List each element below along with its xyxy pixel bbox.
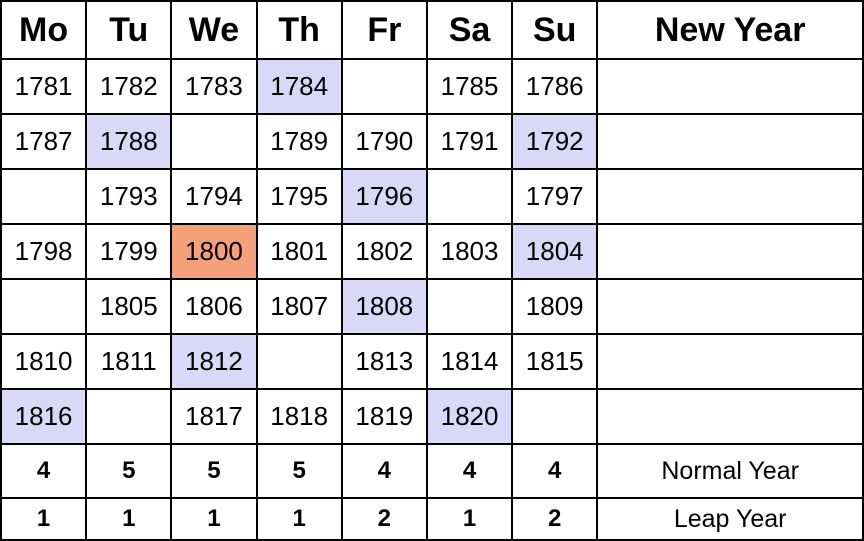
year-cell-friday: 1796 [340, 168, 428, 225]
year-cell-new-year [596, 168, 864, 225]
year-cell-saturday [425, 168, 514, 225]
year-cell-wednesday [170, 113, 258, 170]
year-cell-sunday [511, 388, 599, 445]
year-cell-thursday [255, 333, 343, 390]
count-cell-thursday: 5 [255, 443, 343, 499]
count-cell-tuesday: 1 [85, 497, 173, 541]
year-cell-monday: 1781 [0, 58, 88, 115]
year-cell-saturday: 1791 [425, 113, 514, 170]
year-cell-sunday: 1792 [511, 113, 599, 170]
count-row-label: Normal Year [596, 443, 864, 499]
year-cell-sunday: 1786 [511, 58, 599, 115]
year-cell-friday: 1802 [340, 223, 428, 280]
year-cell-friday: 1819 [340, 388, 428, 445]
count-cell-saturday: 1 [425, 497, 514, 541]
year-cell-friday: 1813 [340, 333, 428, 390]
year-cell-wednesday: 1812 [170, 333, 258, 390]
year-cell-wednesday: 1794 [170, 168, 258, 225]
year-cell-friday: 1790 [340, 113, 428, 170]
year-cell-monday [0, 278, 88, 335]
year-cell-tuesday: 1799 [85, 223, 173, 280]
count-cell-monday: 4 [0, 443, 88, 499]
year-cell-tuesday [85, 388, 173, 445]
header-wednesday: We [170, 0, 258, 60]
year-cell-monday: 1816 [0, 388, 88, 445]
year-cell-saturday [425, 278, 514, 335]
year-cell-sunday: 1797 [511, 168, 599, 225]
year-cell-wednesday: 1817 [170, 388, 258, 445]
count-cell-thursday: 1 [255, 497, 343, 541]
year-cell-saturday: 1803 [425, 223, 514, 280]
year-cell-saturday: 1814 [425, 333, 514, 390]
header-tuesday: Tu [85, 0, 173, 60]
header-new-year: New Year [596, 0, 864, 60]
year-cell-new-year [596, 58, 864, 115]
year-cell-sunday: 1815 [511, 333, 599, 390]
year-cell-wednesday: 1806 [170, 278, 258, 335]
count-cell-wednesday: 1 [170, 497, 258, 541]
year-cell-new-year [596, 223, 864, 280]
year-cell-wednesday: 1800 [170, 223, 258, 280]
header-row: Mo Tu We Th Fr Sa Su New Year [0, 0, 864, 60]
header-monday: Mo [0, 0, 88, 60]
year-cell-thursday: 1801 [255, 223, 343, 280]
year-cell-thursday: 1784 [255, 58, 343, 115]
year-cell-friday: 1808 [340, 278, 428, 335]
year-cell-monday: 1787 [0, 113, 88, 170]
year-cell-wednesday: 1783 [170, 58, 258, 115]
year-cell-friday [340, 58, 428, 115]
year-cell-thursday: 1789 [255, 113, 343, 170]
count-cell-sunday: 2 [511, 497, 599, 541]
header-thursday: Th [255, 0, 343, 60]
year-cell-new-year [596, 388, 864, 445]
year-cell-tuesday: 1788 [85, 113, 173, 170]
count-cell-wednesday: 5 [170, 443, 258, 499]
count-cell-friday: 2 [340, 497, 428, 541]
year-cell-tuesday: 1782 [85, 58, 173, 115]
year-cell-thursday: 1818 [255, 388, 343, 445]
header-saturday: Sa [425, 0, 514, 60]
year-cell-tuesday: 1811 [85, 333, 173, 390]
year-cell-saturday: 1820 [425, 388, 514, 445]
year-cell-sunday: 1804 [511, 223, 599, 280]
header-sunday: Su [511, 0, 599, 60]
header-friday: Fr [340, 0, 428, 60]
year-cell-thursday: 1795 [255, 168, 343, 225]
year-cell-new-year [596, 333, 864, 390]
count-cell-friday: 4 [340, 443, 428, 499]
count-cell-tuesday: 5 [85, 443, 173, 499]
year-cell-thursday: 1807 [255, 278, 343, 335]
year-cell-tuesday: 1805 [85, 278, 173, 335]
count-cell-sunday: 4 [511, 443, 599, 499]
year-cell-sunday: 1809 [511, 278, 599, 335]
year-cell-monday: 1798 [0, 223, 88, 280]
year-cell-saturday: 1785 [425, 58, 514, 115]
year-cell-new-year [596, 113, 864, 170]
count-row-label: Leap Year [596, 497, 864, 541]
year-cell-monday: 1810 [0, 333, 88, 390]
year-cell-tuesday: 1793 [85, 168, 173, 225]
year-cell-monday [0, 168, 88, 225]
count-cell-saturday: 4 [425, 443, 514, 499]
year-cell-new-year [596, 278, 864, 335]
count-cell-monday: 1 [0, 497, 88, 541]
